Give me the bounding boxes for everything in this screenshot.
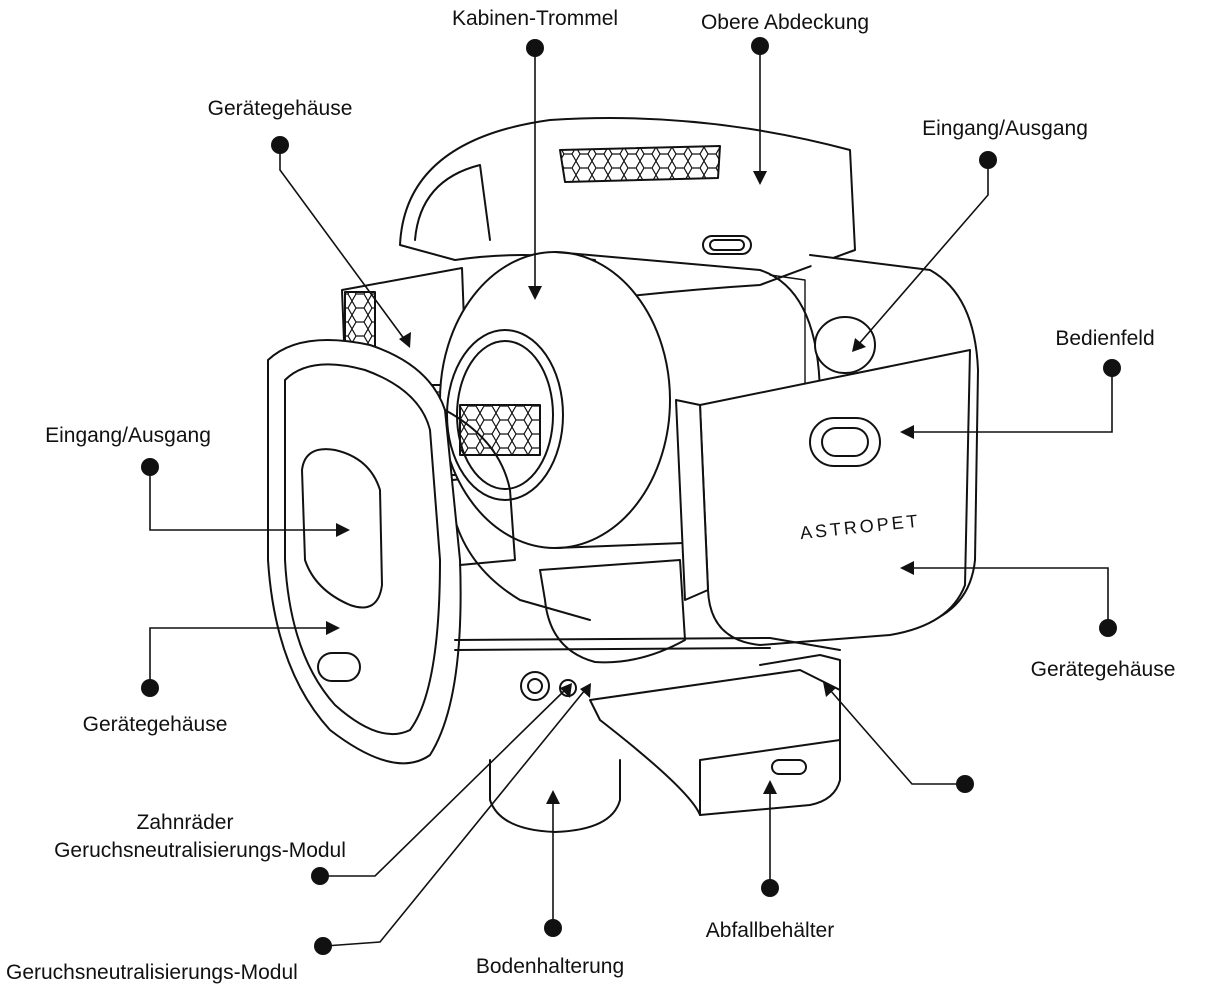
label-zahnraeder-modul: Geruchsneutralisierungs-Modul xyxy=(54,839,346,862)
gears xyxy=(520,671,550,701)
label-geraetegehaeuse-left: Gerätegehäuse xyxy=(82,713,228,736)
label-geraetegehaeuse-right: Gerätegehäuse xyxy=(1030,658,1176,681)
leader-lines xyxy=(149,53,1113,947)
label-geruchsneutralisierungs-modul: Geruchsneutralisierungs-Modul xyxy=(6,961,298,984)
label-bodenhalterung: Bodenhalterung xyxy=(475,955,625,978)
label-zahnraeder: Zahnräder xyxy=(136,811,234,834)
label-kabinen-trommel: Kabinen-Trommel xyxy=(451,7,619,30)
leader-arrowheads xyxy=(326,171,914,804)
leader-dots xyxy=(141,37,1121,955)
label-obere-abdeckung: Obere Abdeckung xyxy=(700,11,870,34)
label-eingang-ausgang-right: Eingang/Ausgang xyxy=(922,117,1088,140)
label-geraetegehaeuse-top: Gerätegehäuse xyxy=(207,97,353,120)
label-bedienfeld: Bedienfeld xyxy=(1055,327,1155,350)
control-housing xyxy=(699,349,971,646)
waste-drawer xyxy=(589,669,841,816)
control-panel-button xyxy=(809,417,881,467)
label-eingang-ausgang-left: Eingang/Ausgang xyxy=(45,424,211,447)
top-cover xyxy=(399,117,856,301)
label-abfallbehaelter: Abfallbehälter xyxy=(705,919,835,942)
